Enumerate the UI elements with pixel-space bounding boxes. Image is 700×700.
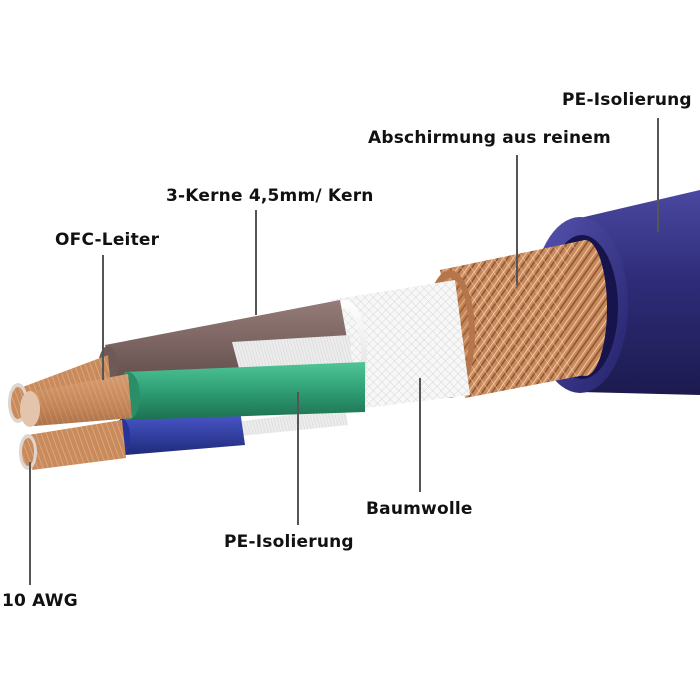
label-cotton: Baumwolle xyxy=(366,499,473,519)
cotton-filler xyxy=(232,335,352,436)
label-outer-insulation: PE-Isolierung xyxy=(562,90,692,110)
label-gauge: 10 AWG xyxy=(2,591,78,611)
copper-conductor-bottom xyxy=(19,420,126,470)
leader-lines xyxy=(29,118,659,585)
label-core-insulation: PE-Isolierung xyxy=(224,532,354,552)
copper-conductor-middle xyxy=(20,374,132,427)
label-conductor: OFC-Leiter xyxy=(55,230,160,250)
label-shielding: Abschirmung aus reinem xyxy=(368,128,611,148)
label-cores: 3-Kerne 4,5mm/ Kern xyxy=(166,186,374,206)
